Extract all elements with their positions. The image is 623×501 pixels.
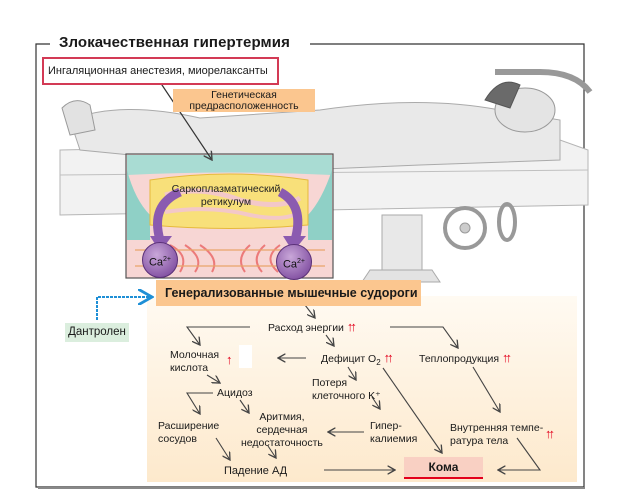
node-line: кислота [170,362,209,374]
sr-label-line-1: Саркоплазматический [171,183,281,195]
node-line: Молочная [170,349,220,361]
node-label: Расход энергии [268,322,344,334]
genetic-line-1: Генетическая [211,89,277,101]
ion-charge: 2+ [163,256,172,263]
dantrolen-treatment-box: Дантролен [65,323,129,342]
sr-label-line-2: ретикулум [200,196,252,208]
double-up-arrow-icon: ↑↑ [346,319,357,334]
node-line: сердечная [256,424,308,436]
calcium-ion-right: Ca2+ [276,244,312,280]
page-title: Злокачественная гипертермия [55,34,294,51]
node-k-loss: Потеря клеточного K⁺ [312,377,381,403]
double-up-arrow-icon: ↑↑ [383,350,394,365]
ion-charge: 2+ [297,258,306,265]
node-arrhythmia: Аритмия, сердечная недостаточность [241,411,323,450]
trigger-pointer [159,81,212,160]
node-coma: Кома [404,457,483,479]
trigger-cause-box: Ингаляционная анестезия, миорелаксанты [42,57,279,85]
node-line: Потеря [312,377,348,389]
calcium-ion-left: Ca2+ [142,242,178,278]
ion-symbol: Ca [148,256,164,269]
node-label: Теплопродукция [419,353,500,365]
subscript: 2 [376,358,381,368]
node-vasodilation: Расширение сосудов [158,420,219,446]
pathway-arrows [185,304,542,470]
node-line: Расширение [158,420,220,432]
genetic-predisposition-box: Генетическая предрасположенность [173,89,315,112]
genetic-line-2: предрасположенность [189,100,299,112]
double-up-arrow-icon: ↑↑ [545,426,555,441]
node-line: Аритмия, [259,411,305,423]
calcium-release-arrow-left [153,187,183,242]
node-line: Гипер- [370,420,402,432]
double-up-arrow-icon: ↑↑ [502,350,512,365]
ion-symbol: Ca [282,258,298,271]
node-acidosis: Ацидоз [217,387,253,399]
node-line: Внутренняя темпе- [450,422,544,434]
calcium-release-arrow-right [277,188,303,242]
node-o2-deficit: Дефицит O2 ↑↑ [321,350,394,369]
blank-placeholder [239,345,252,368]
node-bp-drop: Падение АД [224,465,288,477]
node-energy-expenditure: Расход энергии ↑↑ [268,319,357,335]
node-lactic-acid: Молочная кислота [170,349,219,375]
node-line: недостаточность [241,437,323,449]
node-heat-production: Теплопродукция ↑↑ [419,350,512,366]
node-line: клеточного K⁺ [312,390,381,402]
generalized-spasm-box: Генерализованные мышечные судороги [156,280,421,306]
sarcoplasmic-reticulum-label: Саркоплазматический ретикулум [166,183,286,209]
node-hyperkalemia: Гипер- калиемия [370,420,417,446]
node-core-temperature: Внутренняя темпе- ратура тела [450,422,543,448]
muscle-cell-illustration [125,153,334,279]
up-arrow-icon: ↑ [226,352,232,367]
node-line: сосудов [158,433,197,445]
dantrolen-connector [96,297,152,320]
node-line: калиемия [370,433,418,445]
node-line: ратура тела [450,435,509,447]
node-label: Дефицит O [321,353,377,365]
